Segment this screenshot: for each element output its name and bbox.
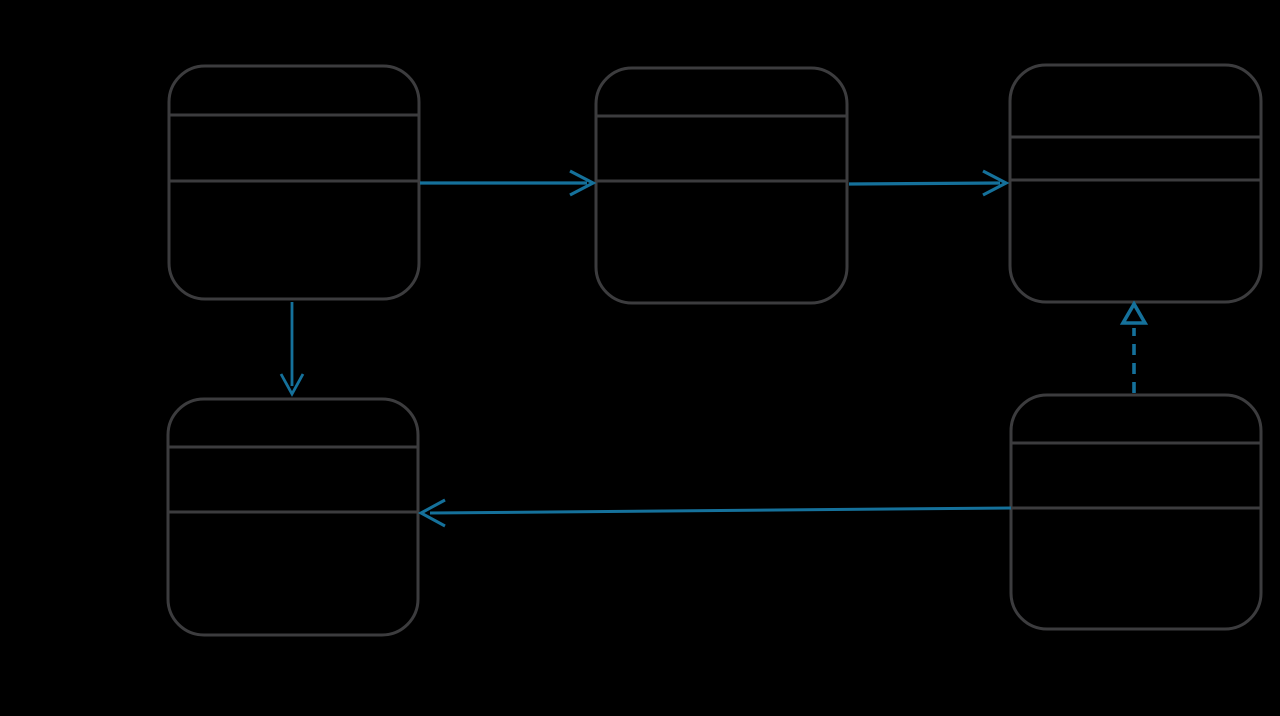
node-bottom-left-frame[interactable]: [166, 397, 420, 637]
edge-bottomright-to-bottomleft-line[interactable]: [429, 506, 1012, 515]
open-arrowhead-icon: [569, 169, 597, 197]
node-bottom-left: [166, 397, 420, 637]
edge-bottomright-to-topright: [1119, 300, 1149, 393]
open-arrowhead-icon: [982, 169, 1010, 197]
node-top-middle: [594, 66, 849, 305]
edge-topleft-to-bottomleft: [279, 302, 305, 397]
node-top-right: [1008, 63, 1263, 304]
edge-topmiddle-to-topright-line[interactable]: [848, 181, 1001, 186]
open-arrowhead-icon: [417, 498, 446, 528]
node-bottom-right: [1009, 393, 1263, 631]
hollow-triangle-arrowhead-icon: [1119, 300, 1149, 325]
node-top-right-frame[interactable]: [1008, 63, 1263, 304]
edge-bottomright-to-bottomleft: [417, 498, 1012, 528]
node-bottom-right-frame[interactable]: [1009, 393, 1263, 631]
open-arrowhead-icon: [279, 373, 305, 397]
node-top-left: [167, 64, 421, 301]
edge-topleft-to-topmiddle: [420, 169, 597, 197]
edge-topmiddle-to-topright: [848, 169, 1010, 197]
node-top-middle-frame[interactable]: [594, 66, 849, 305]
